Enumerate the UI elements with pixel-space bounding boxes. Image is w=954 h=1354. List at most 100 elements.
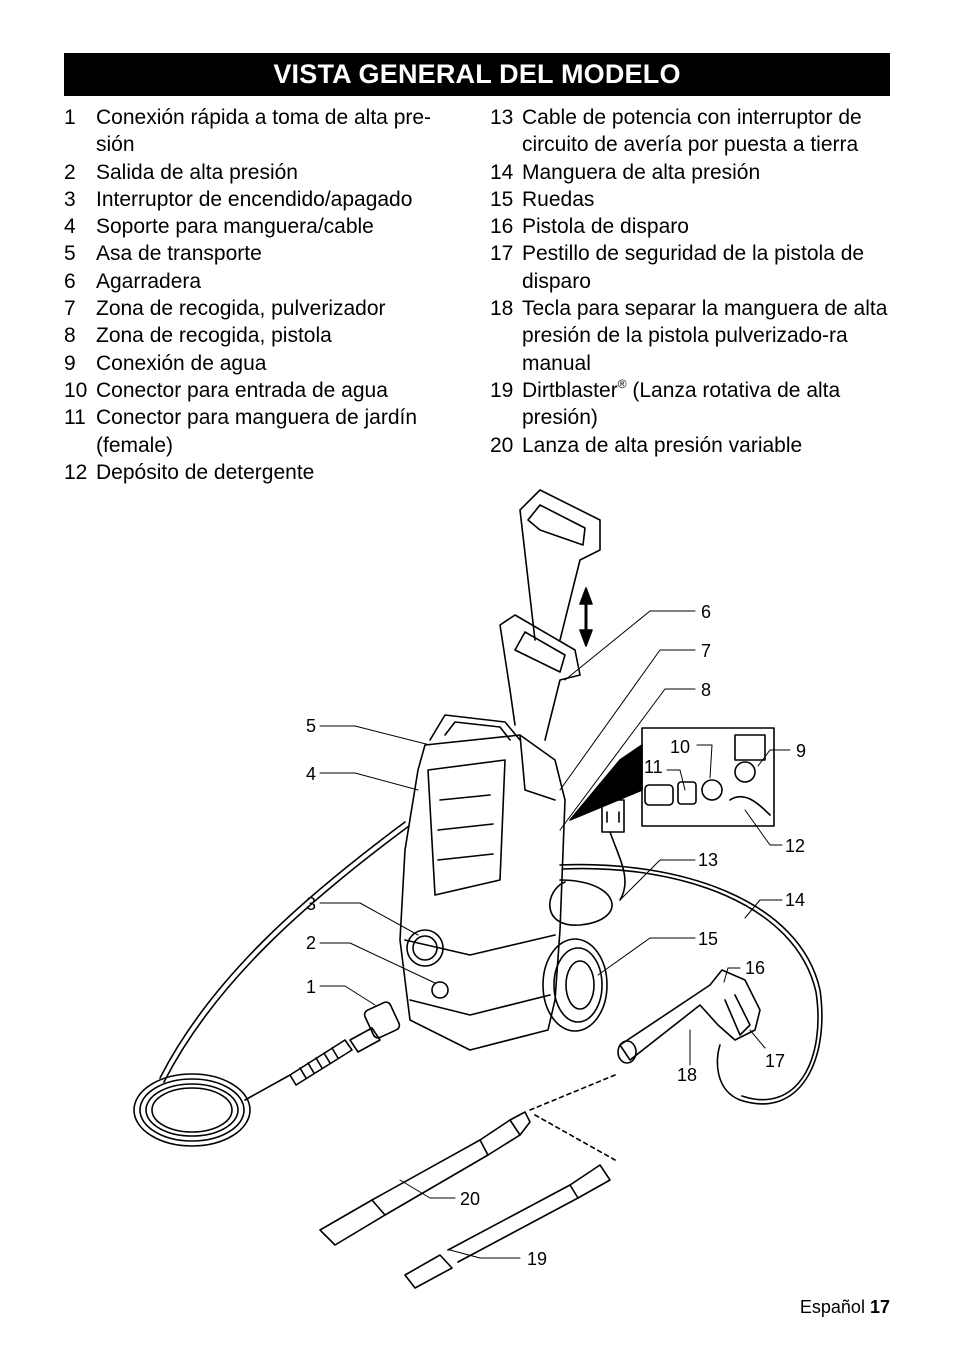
list-item: 12 Depósito de detergente (64, 459, 466, 486)
list-item: 4 Soporte para manguera/cable (64, 213, 466, 240)
page-footer: Español 17 (800, 1297, 890, 1318)
item-number: 5 (64, 242, 76, 266)
item-number: 18 (490, 297, 514, 321)
hose-fitting (289, 1001, 401, 1086)
item-text: Soporte para manguera/cable (96, 215, 374, 239)
item-text: Lanza de alta presión variable (522, 433, 803, 457)
callout-2: 2 (306, 933, 316, 953)
item-text: Interruptor de encendido/apagado (96, 187, 413, 211)
hose-coil (133, 821, 410, 1147)
item-text: Salida de alta presión (96, 160, 298, 184)
item-number: 2 (64, 160, 76, 184)
callout-5: 5 (306, 716, 316, 736)
item-text: Conector para entrada de agua (96, 378, 388, 402)
callout-16: 16 (745, 958, 765, 978)
callout-14: 14 (785, 890, 805, 910)
callout-1: 1 (306, 977, 316, 997)
high-pressure-outlet (431, 981, 449, 999)
callout-7: 7 (701, 641, 711, 661)
item-text: Zona de recogida, pulverizador (96, 297, 386, 321)
item-text: Conector para manguera de jardín (female… (96, 406, 418, 457)
legend-column-right: 13 Cable de potencia con interruptor de c… (490, 104, 894, 459)
item-number: 15 (490, 187, 514, 211)
callout-11: 11 (644, 757, 663, 777)
list-item: 2 Salida de alta presión (64, 159, 466, 186)
dirtblaster-lance (404, 1164, 611, 1289)
list-item: 3 Interruptor de encendido/apagado (64, 186, 466, 213)
list-item: 9 Conexión de agua (64, 350, 466, 377)
item-number: 11 (64, 406, 86, 430)
water-connection-detail (569, 727, 775, 827)
item-number: 6 (64, 269, 76, 293)
list-item: 5 Asa de transporte (64, 240, 466, 267)
item-text: Zona de recogida, pistola (96, 324, 332, 348)
item-text: Asa de transporte (96, 242, 262, 266)
item-number: 3 (64, 187, 76, 211)
brand-name: Dirtblaster (522, 378, 618, 402)
callout-4: 4 (306, 764, 316, 784)
power-cable (549, 799, 626, 926)
item-text: Agarradera (96, 269, 202, 293)
callout-8: 8 (701, 680, 711, 700)
pressure-washer-diagram: 5 4 3 2 1 6 7 8 9 10 11 12 13 14 15 16 1… (133, 489, 823, 1289)
item-number: 10 (64, 378, 88, 402)
item-number: 8 (64, 324, 76, 348)
item-text: Conexión de agua (96, 351, 267, 375)
machine-body (399, 489, 601, 1051)
callout-18: 18 (677, 1065, 697, 1085)
item-text: Ruedas (522, 187, 595, 211)
callout-19: 19 (527, 1249, 547, 1269)
item-number: 9 (64, 351, 76, 375)
item-number: 16 (490, 215, 514, 239)
item-text: Pestillo de seguridad de la pistola de d… (522, 242, 865, 293)
list-item: 8 Zona de recogida, pistola (64, 322, 466, 349)
callout-10: 10 (670, 737, 690, 757)
item-text: Dirtblaster® (Lanza rotativa de alta pre… (522, 377, 894, 432)
list-item: 7 Zona de recogida, pulverizador (64, 295, 466, 322)
item-text-rest: (Lanza rotativa de alta presión) (522, 378, 841, 430)
callout-17: 17 (765, 1051, 785, 1071)
callout-6: 6 (701, 602, 711, 622)
trigger-gun (617, 969, 761, 1064)
callout-20: 20 (460, 1189, 480, 1209)
list-item: 17 Pestillo de seguridad de la pistola de… (490, 240, 894, 295)
callout-3: 3 (306, 894, 316, 914)
callout-leader-lines (319, 610, 791, 1259)
list-item: 15 Ruedas (490, 186, 894, 213)
list-item: 1 Conexión rápida a toma de alta pre-sión (64, 104, 466, 159)
list-item: 11 Conector para manguera de jardín (fema… (64, 404, 466, 459)
item-number: 1 (64, 106, 76, 129)
footer-language: Español (799, 1297, 865, 1317)
callout-15: 15 (698, 929, 718, 949)
callout-13: 13 (698, 850, 718, 870)
item-text: Tecla para separar la manguera de alta p… (522, 297, 888, 375)
list-item: 18 Tecla para separar la manguera de alta… (490, 295, 894, 377)
list-item: 16 Pistola de disparo (490, 213, 894, 240)
item-number: 12 (64, 460, 88, 484)
registered-mark: ® (617, 376, 627, 391)
item-number: 17 (490, 242, 514, 266)
high-pressure-hose (559, 863, 823, 1105)
item-text: Pistola de disparo (522, 215, 689, 239)
wheel (542, 938, 608, 1032)
item-text: Depósito de detergente (96, 460, 315, 484)
callout-12: 12 (785, 836, 805, 856)
adjust-arrow-icon (579, 587, 593, 647)
variable-lance (319, 1111, 531, 1246)
item-number: 19 (490, 378, 514, 402)
list-item: 19 Dirtblaster® (Lanza rotativa de alta p… (490, 377, 894, 432)
list-item: 13 Cable de potencia con interruptor de c… (490, 104, 894, 159)
page-title: VISTA GENERAL DEL MODELO (64, 53, 890, 96)
item-number: 13 (490, 106, 514, 129)
power-switch (406, 929, 444, 967)
item-number: 7 (64, 297, 76, 321)
legend-column-left: 1 Conexión rápida a toma de alta pre-sión… (64, 104, 466, 486)
item-number: 14 (490, 160, 514, 184)
item-text: Conexión rápida a toma de alta pre-sión (96, 106, 432, 157)
item-number: 4 (64, 215, 76, 239)
list-item: 6 Agarradera (64, 268, 466, 295)
item-text: Cable de potencia con interruptor de cir… (522, 106, 862, 157)
page-number: 17 (869, 1297, 890, 1317)
